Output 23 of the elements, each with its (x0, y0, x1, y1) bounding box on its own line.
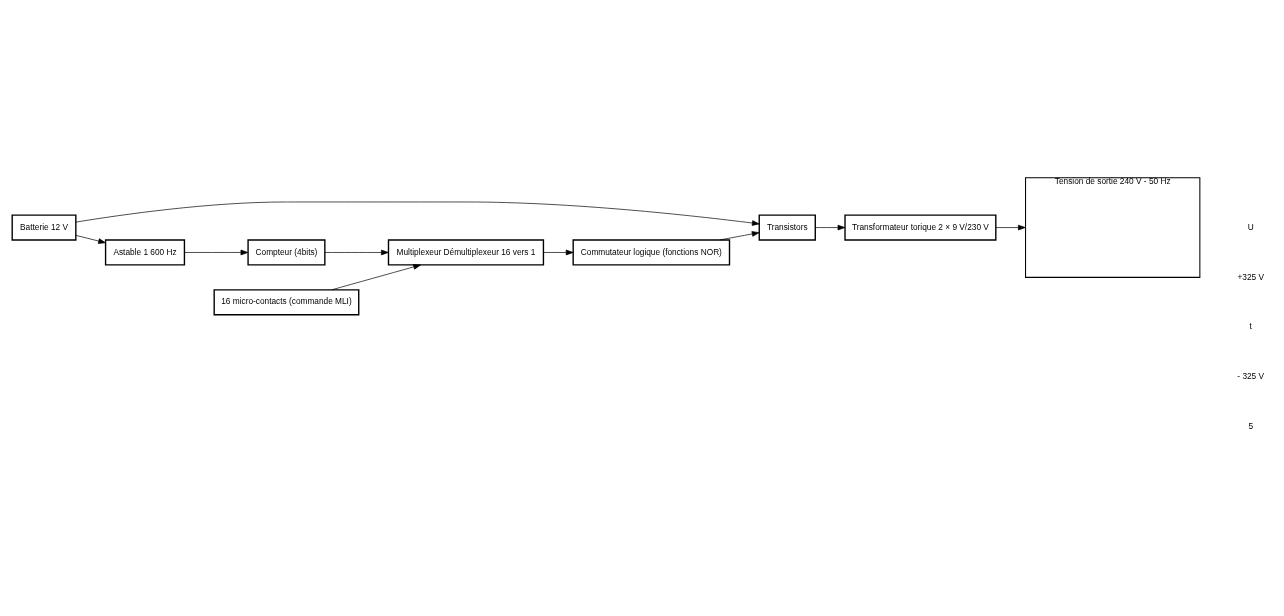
node-box: Transistors (758, 213, 816, 241)
arrow (75, 234, 106, 244)
label: U (1247, 221, 1254, 232)
arrow (331, 263, 421, 290)
node-box: Commutateur logique (fonctions NOR) (572, 238, 731, 266)
arrow (184, 249, 249, 255)
node-box: Batterie 12 V (11, 213, 77, 241)
node-box: 16 micro-contacts (commande MLI) (213, 288, 360, 315)
arrow (324, 249, 389, 255)
arrow (719, 230, 760, 240)
arrow (543, 249, 574, 255)
arrow (815, 224, 846, 230)
label: - 325 V (1237, 370, 1265, 381)
label: 5 (1248, 420, 1254, 431)
label: t (1249, 320, 1252, 331)
node-box: Compteur (4bits) (247, 238, 326, 266)
label: +325 V (1237, 271, 1264, 282)
arrow (995, 224, 1026, 230)
arrow (75, 201, 760, 226)
node-box: Multiplexeur Démultiplexeur 16 vers 1 (387, 238, 545, 266)
node-box: Astable 1 600 Hz (104, 238, 186, 266)
node-box: Tension de sortie 240 V - 50 Hz (1025, 176, 1201, 278)
node-box: Transformateur torique 2 × 9 V/230 V (844, 213, 997, 241)
